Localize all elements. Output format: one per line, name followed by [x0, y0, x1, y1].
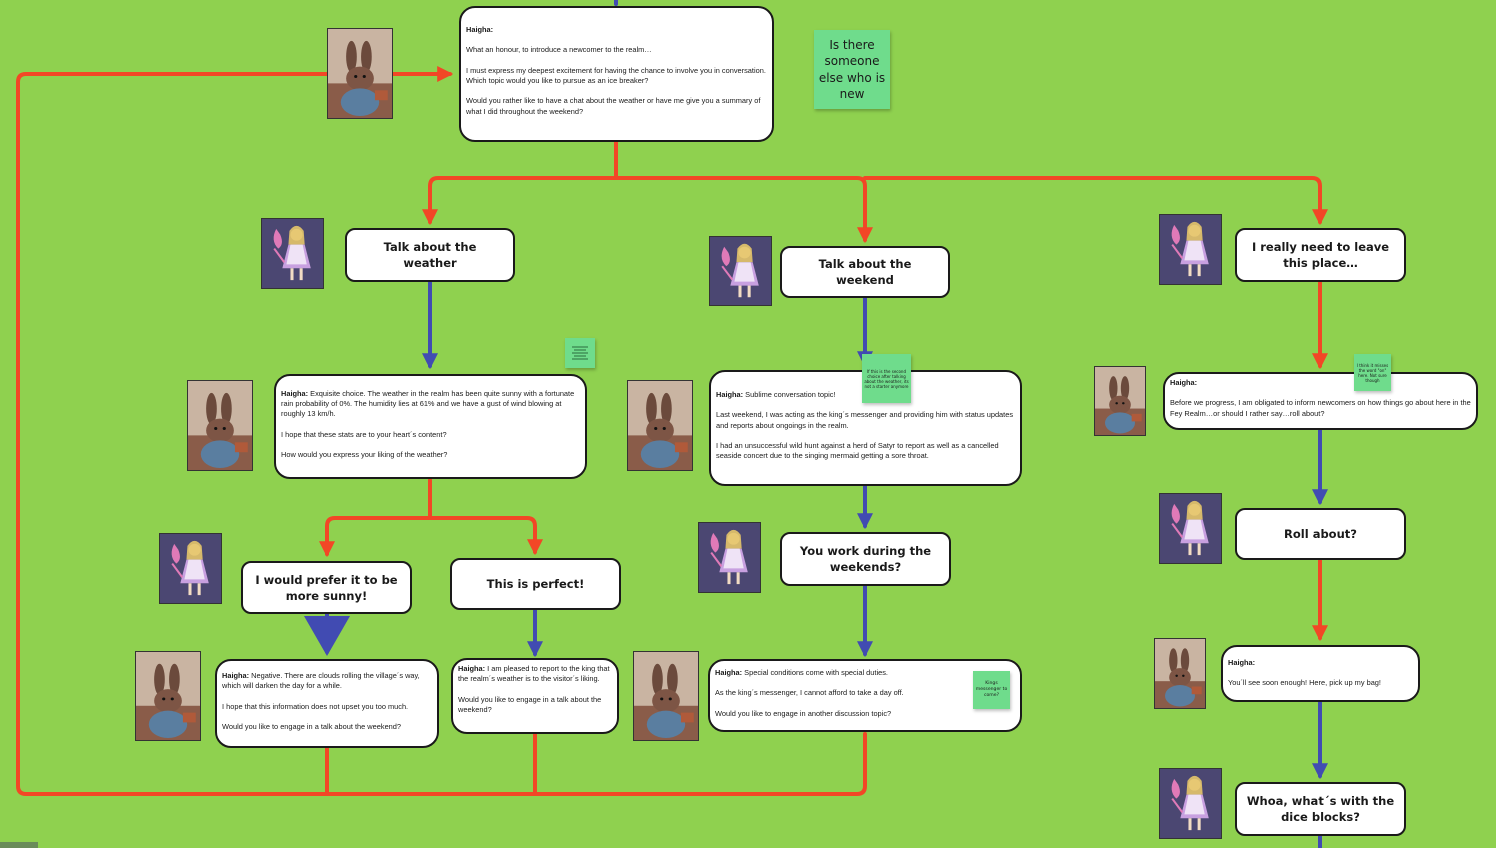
- sticky-note-misses-word[interactable]: I think it misses the word "on" here. No…: [1354, 354, 1391, 391]
- hare-portrait-icon: [1154, 638, 1206, 709]
- speaker-label: Haigha:: [281, 389, 309, 398]
- speaker-label: Haigha:: [715, 668, 743, 677]
- dialog-sunny[interactable]: Haigha: Negative. There are clouds rolli…: [215, 659, 439, 748]
- alice-portrait-icon: [709, 236, 772, 306]
- sticky-note-newcomer[interactable]: Is there someone else who is new: [814, 30, 890, 109]
- dialog-line: You´ll see soon enough! Here, pick up my…: [1228, 678, 1381, 688]
- alice-portrait-icon: [261, 218, 324, 289]
- hare-portrait-icon: [135, 651, 201, 741]
- hare-portrait-icon: [1094, 366, 1146, 436]
- choice-leave[interactable]: I really need to leave this place…: [1235, 228, 1406, 282]
- dialog-line: I had an unsuccessful wild hunt against …: [716, 440, 999, 461]
- choice-dice[interactable]: Whoa, what´s with the dice blocks?: [1235, 782, 1406, 836]
- choice-label: Talk about the weather: [383, 240, 477, 270]
- note-lines-icon[interactable]: [565, 338, 595, 368]
- hare-portrait-icon: [187, 380, 253, 471]
- dialog-weather[interactable]: Haigha: Exquisite choice. The weather in…: [274, 374, 587, 479]
- sticky-text: Kings messenger to come?: [975, 681, 1008, 698]
- dialog-special[interactable]: Haigha: Special conditions come with spe…: [708, 659, 1022, 732]
- choice-label: I really need to leave this place…: [1251, 240, 1390, 270]
- choice-label: Talk about the weekend: [818, 257, 912, 287]
- choice-label: Roll about?: [1284, 527, 1357, 541]
- alice-portrait-icon: [698, 522, 761, 593]
- dialog-line: Negative. There are clouds rolling the v…: [222, 671, 420, 691]
- connector-intro-to-weather: [422, 140, 618, 226]
- dialog-line: What an honour, to introduce a newcomer …: [466, 45, 652, 55]
- speaker-label: Haigha:: [716, 390, 744, 399]
- choice-label: This is perfect!: [486, 577, 585, 591]
- choice-work[interactable]: You work during the weekends?: [780, 532, 951, 586]
- choice-label: You work during the weekends?: [799, 544, 932, 574]
- dialog-line: I hope that these stats are to your hear…: [281, 429, 447, 439]
- dialog-line: As the king´s messenger, I cannot afford…: [715, 688, 904, 698]
- dialog-fey[interactable]: Haigha: Before we progress, I am obligat…: [1163, 372, 1478, 430]
- dialog-line: Would you like to engage in a talk about…: [222, 721, 402, 731]
- sticky-text: If this is the second choice after talki…: [864, 368, 909, 389]
- hare-portrait-icon: [633, 651, 699, 741]
- choice-weekend[interactable]: Talk about the weekend: [780, 246, 950, 298]
- choice-label: I would prefer it to be more sunny!: [255, 572, 398, 603]
- sticky-text: Is there someone else who is new: [818, 37, 886, 102]
- dialog-line: Last weekend, I was acting as the king´s…: [716, 410, 1014, 430]
- dialog-line: Sublime conversation topic!: [745, 390, 836, 399]
- sticky-note-second-choice[interactable]: If this is the second choice after talki…: [862, 354, 911, 403]
- dialog-line: Would you like to engage in a talk about…: [458, 694, 602, 714]
- connector-loop-back: [16, 74, 867, 796]
- connector-funnel: [304, 616, 350, 656]
- dialog-line: Before we progress, I am obligated to in…: [1170, 398, 1471, 418]
- choice-label: Whoa, what´s with the dice blocks?: [1246, 794, 1395, 824]
- dialog-perfect[interactable]: Haigha: I am pleased to report to the ki…: [451, 658, 619, 734]
- note-lines-icon-glyph: [572, 346, 588, 360]
- alice-portrait-icon: [1159, 493, 1222, 564]
- choice-roll[interactable]: Roll about?: [1235, 508, 1406, 560]
- choice-perfect[interactable]: This is perfect!: [450, 558, 621, 610]
- alice-portrait-icon: [159, 533, 222, 604]
- dialog-intro[interactable]: Haigha: What an honour, to introduce a n…: [459, 6, 774, 142]
- alice-portrait-icon: [1159, 214, 1222, 285]
- speaker-label: Haigha:: [466, 25, 494, 34]
- connector-intro-to-leave: [863, 176, 1328, 226]
- dialog-line: Would you rather like to have a chat abo…: [466, 96, 761, 116]
- sticky-text: I think it misses the word "on" here. No…: [1356, 362, 1389, 383]
- speaker-label: Haigha:: [1170, 378, 1198, 387]
- dialog-bag[interactable]: Haigha: You´ll see soon enough! Here, pi…: [1221, 645, 1420, 702]
- dialog-line: Exquisite choice. The weather in the rea…: [281, 389, 575, 419]
- dialog-line: How would you express your liking of the…: [281, 450, 448, 460]
- connector-weather-to-perfect: [428, 516, 543, 556]
- alice-portrait-icon: [1159, 768, 1222, 839]
- dialog-weekend[interactable]: Haigha: Sublime conversation topic! Last…: [709, 370, 1022, 486]
- dialog-line: Special conditions come with special dut…: [744, 668, 888, 677]
- speaker-label: Haigha:: [222, 671, 250, 680]
- hare-portrait-icon: [327, 28, 393, 119]
- dialog-line: I must express my deepest excitement for…: [466, 65, 766, 85]
- dialog-line: I hope that this information does not up…: [222, 701, 409, 711]
- corner-tab[interactable]: [0, 842, 38, 848]
- dialog-line: I am pleased to report to the king that …: [458, 664, 610, 684]
- speaker-label: Haigha:: [458, 664, 486, 673]
- connector-weather-to-sunny: [319, 478, 432, 558]
- choice-weather[interactable]: Talk about the weather: [345, 228, 515, 282]
- speaker-label: Haigha:: [1228, 658, 1256, 667]
- hare-portrait-icon: [627, 380, 693, 471]
- sticky-note-kings-messenger[interactable]: Kings messenger to come?: [973, 671, 1010, 709]
- choice-sunny[interactable]: I would prefer it to be more sunny!: [241, 561, 412, 614]
- dialog-line: Would you like to engage in another disc…: [715, 708, 892, 718]
- connector-intro-to-weekend: [614, 176, 873, 244]
